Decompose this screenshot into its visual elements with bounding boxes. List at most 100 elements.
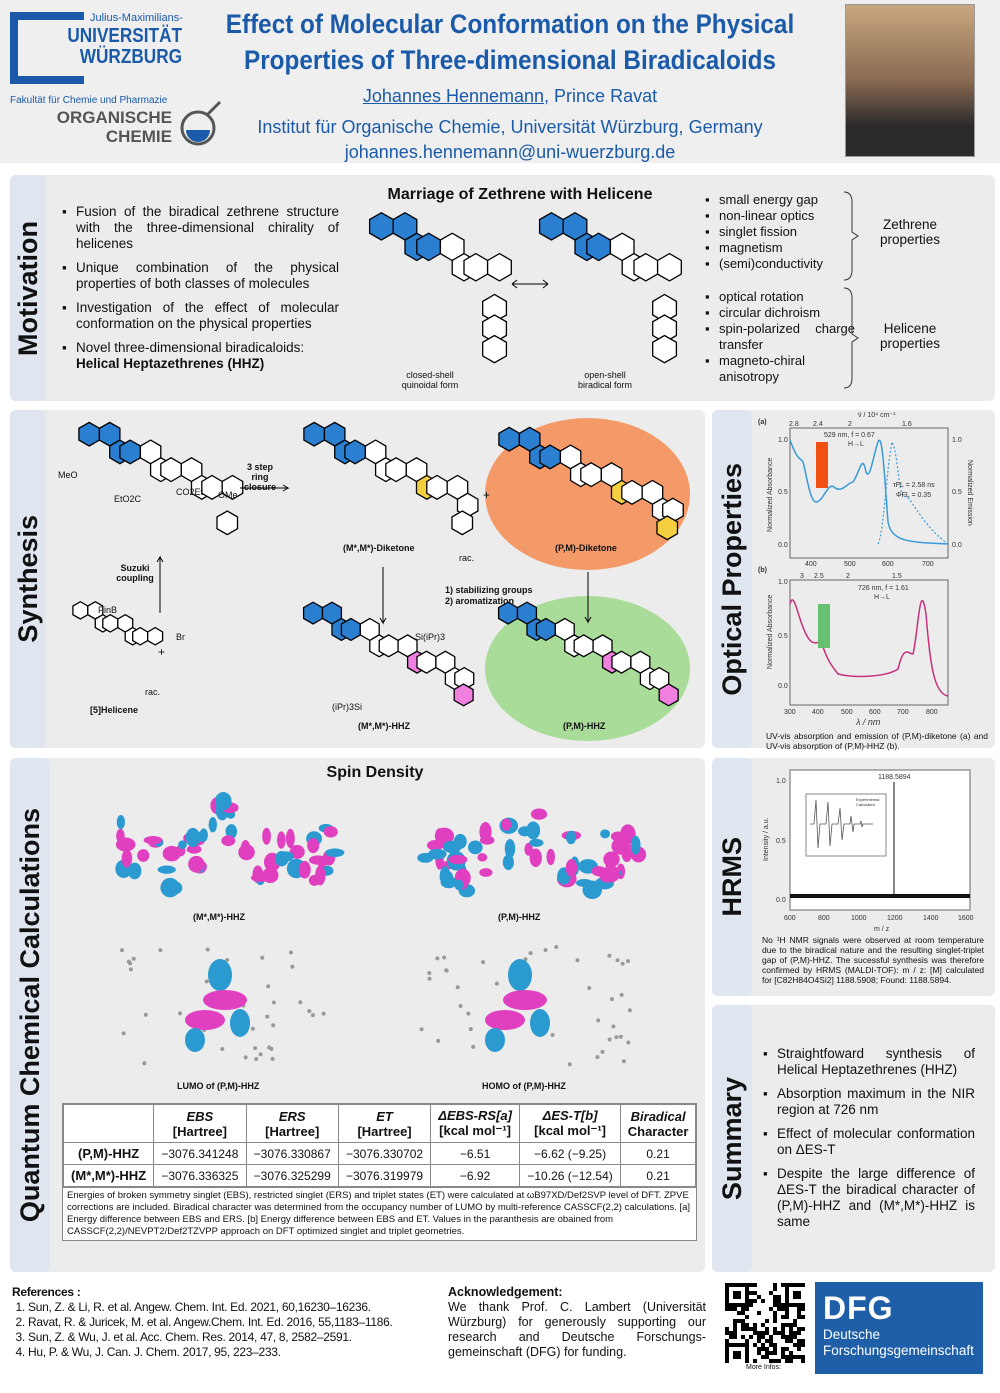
qr-module bbox=[797, 1347, 801, 1351]
orbital-lobe bbox=[610, 831, 626, 842]
qr-module bbox=[789, 1327, 793, 1331]
motivation-label: Motivation bbox=[10, 175, 46, 401]
orbital-lobe bbox=[205, 947, 210, 952]
quantum-heading: Quantum Chemical Calculations bbox=[14, 807, 45, 1223]
qr-module bbox=[745, 1339, 749, 1343]
qr-module bbox=[801, 1359, 805, 1363]
peak-label: 1188.5894 bbox=[878, 774, 911, 781]
faculty-name: Fakultät für Chemie und Pharmazie bbox=[10, 95, 168, 106]
orbital-lobe bbox=[614, 1035, 619, 1040]
qr-module bbox=[733, 1327, 737, 1331]
tick: 700 bbox=[897, 709, 909, 716]
ring bbox=[119, 439, 142, 465]
diketone-absorption-curve bbox=[789, 439, 949, 545]
orbital-lobe bbox=[611, 837, 631, 855]
orbital-lobe bbox=[609, 997, 614, 1002]
orbital-lobe bbox=[260, 955, 265, 960]
qr-module bbox=[741, 1343, 745, 1347]
hrms-heading: HRMS bbox=[716, 837, 747, 917]
header-line: Biradical bbox=[630, 1108, 686, 1124]
ring bbox=[539, 444, 562, 470]
summary-heading: Summary bbox=[716, 1076, 747, 1201]
orbital-lobe bbox=[225, 825, 235, 837]
list-item: magnetism bbox=[705, 240, 855, 256]
qr-module bbox=[801, 1327, 805, 1331]
qr-module bbox=[797, 1331, 801, 1335]
qr-code[interactable] bbox=[724, 1282, 806, 1364]
qr-module bbox=[749, 1303, 753, 1307]
qr-module bbox=[793, 1355, 797, 1359]
motivation-bullets: Fusion of the biradical zethrene structu… bbox=[62, 204, 339, 372]
synthesis-label: Synthesis bbox=[10, 410, 46, 748]
qr-module bbox=[765, 1347, 769, 1351]
list-item: Ravat, R. & Juricek, M. et al. Angew.Che… bbox=[28, 1315, 440, 1330]
tick: 1600 bbox=[958, 915, 974, 922]
orbital-lobe bbox=[215, 792, 232, 811]
qr-module bbox=[773, 1299, 777, 1303]
group-label: EtO2C bbox=[114, 494, 142, 504]
qr-module bbox=[773, 1319, 777, 1323]
qr-module bbox=[745, 1307, 749, 1311]
qr-module bbox=[729, 1343, 733, 1347]
ring bbox=[221, 474, 244, 500]
orbital-lobe bbox=[565, 859, 578, 877]
ring bbox=[586, 232, 612, 262]
stabilization-step-label: 1) stabilizing groups 2) aromatization bbox=[445, 585, 533, 606]
reference-list: Sun, Z. & Li, R. et al. Angew. Chem. Int… bbox=[12, 1300, 440, 1360]
qr-module bbox=[781, 1351, 785, 1355]
orbital-lobe bbox=[230, 1009, 250, 1037]
hrms-spectrum: 1188.5894 Experimental Calculated 1.0 0.… bbox=[763, 769, 974, 933]
acknowledgement: Acknowledgement: We thank Prof. C. Lambe… bbox=[448, 1285, 706, 1360]
tick: 3 bbox=[800, 573, 804, 580]
email-link[interactable]: johannes.hennemann@uni-wuerzburg.de bbox=[344, 142, 676, 162]
ring bbox=[633, 252, 659, 282]
institute-name: Institut für Organische Chemie, Universi… bbox=[257, 117, 763, 137]
orbital-lobe bbox=[494, 981, 499, 986]
orbital-lobe bbox=[455, 985, 460, 990]
qr-module bbox=[785, 1335, 789, 1339]
qr-module bbox=[789, 1323, 793, 1327]
table-cell: −3076.319979 bbox=[337, 1164, 432, 1187]
qr-module bbox=[737, 1343, 741, 1347]
qr-module bbox=[797, 1283, 801, 1287]
tick: 1.0 bbox=[778, 579, 788, 586]
qr-module bbox=[785, 1299, 789, 1303]
rac-hhz-structure bbox=[302, 601, 475, 707]
qr-module bbox=[793, 1343, 797, 1347]
qr-module bbox=[745, 1355, 749, 1359]
orbital-lobe bbox=[554, 944, 559, 949]
orbital-lobe bbox=[288, 950, 293, 955]
spin-density-rac-hhz bbox=[115, 792, 345, 898]
orbital-lobe bbox=[271, 1023, 276, 1028]
orbital-lobe bbox=[243, 1055, 248, 1060]
orbital-lobe bbox=[471, 1044, 476, 1049]
qr-module bbox=[781, 1307, 785, 1311]
qr-module bbox=[789, 1335, 793, 1339]
qr-module bbox=[785, 1283, 789, 1287]
pm-diketone-label: (P,M)-Diketone bbox=[555, 543, 617, 553]
ring bbox=[621, 479, 643, 505]
list-item: circular dichroism bbox=[705, 305, 855, 321]
qr-module bbox=[789, 1359, 793, 1363]
orbital-lobe bbox=[178, 840, 187, 849]
qr-module bbox=[785, 1291, 789, 1295]
qr-module bbox=[741, 1307, 745, 1311]
tick: 0.5 bbox=[778, 633, 788, 640]
bullet: Unique combination of the physical prope… bbox=[62, 260, 339, 292]
hhz-absorption-curve bbox=[789, 599, 949, 697]
ring bbox=[538, 211, 564, 241]
qr-module bbox=[733, 1303, 737, 1307]
qr-module bbox=[749, 1283, 753, 1287]
column-header: EBS[Hartree] bbox=[153, 1104, 247, 1143]
qr-module bbox=[741, 1283, 745, 1287]
qr-module bbox=[733, 1351, 737, 1355]
orbital-lobe bbox=[186, 844, 202, 854]
qr-module bbox=[753, 1283, 757, 1287]
qr-module bbox=[749, 1299, 753, 1303]
orbital-lobe bbox=[444, 968, 449, 973]
list-item: Absorption maximum in the NIR region at … bbox=[763, 1086, 975, 1118]
energy-table-wrapper: EBS[Hartree]ERS[Hartree]ET[Hartree]ΔEBS-… bbox=[62, 1103, 697, 1241]
table-cell: −3076.341248 bbox=[153, 1142, 247, 1165]
tick: 2.8 bbox=[789, 421, 799, 428]
x-axis-label: λ / nm bbox=[855, 717, 881, 727]
